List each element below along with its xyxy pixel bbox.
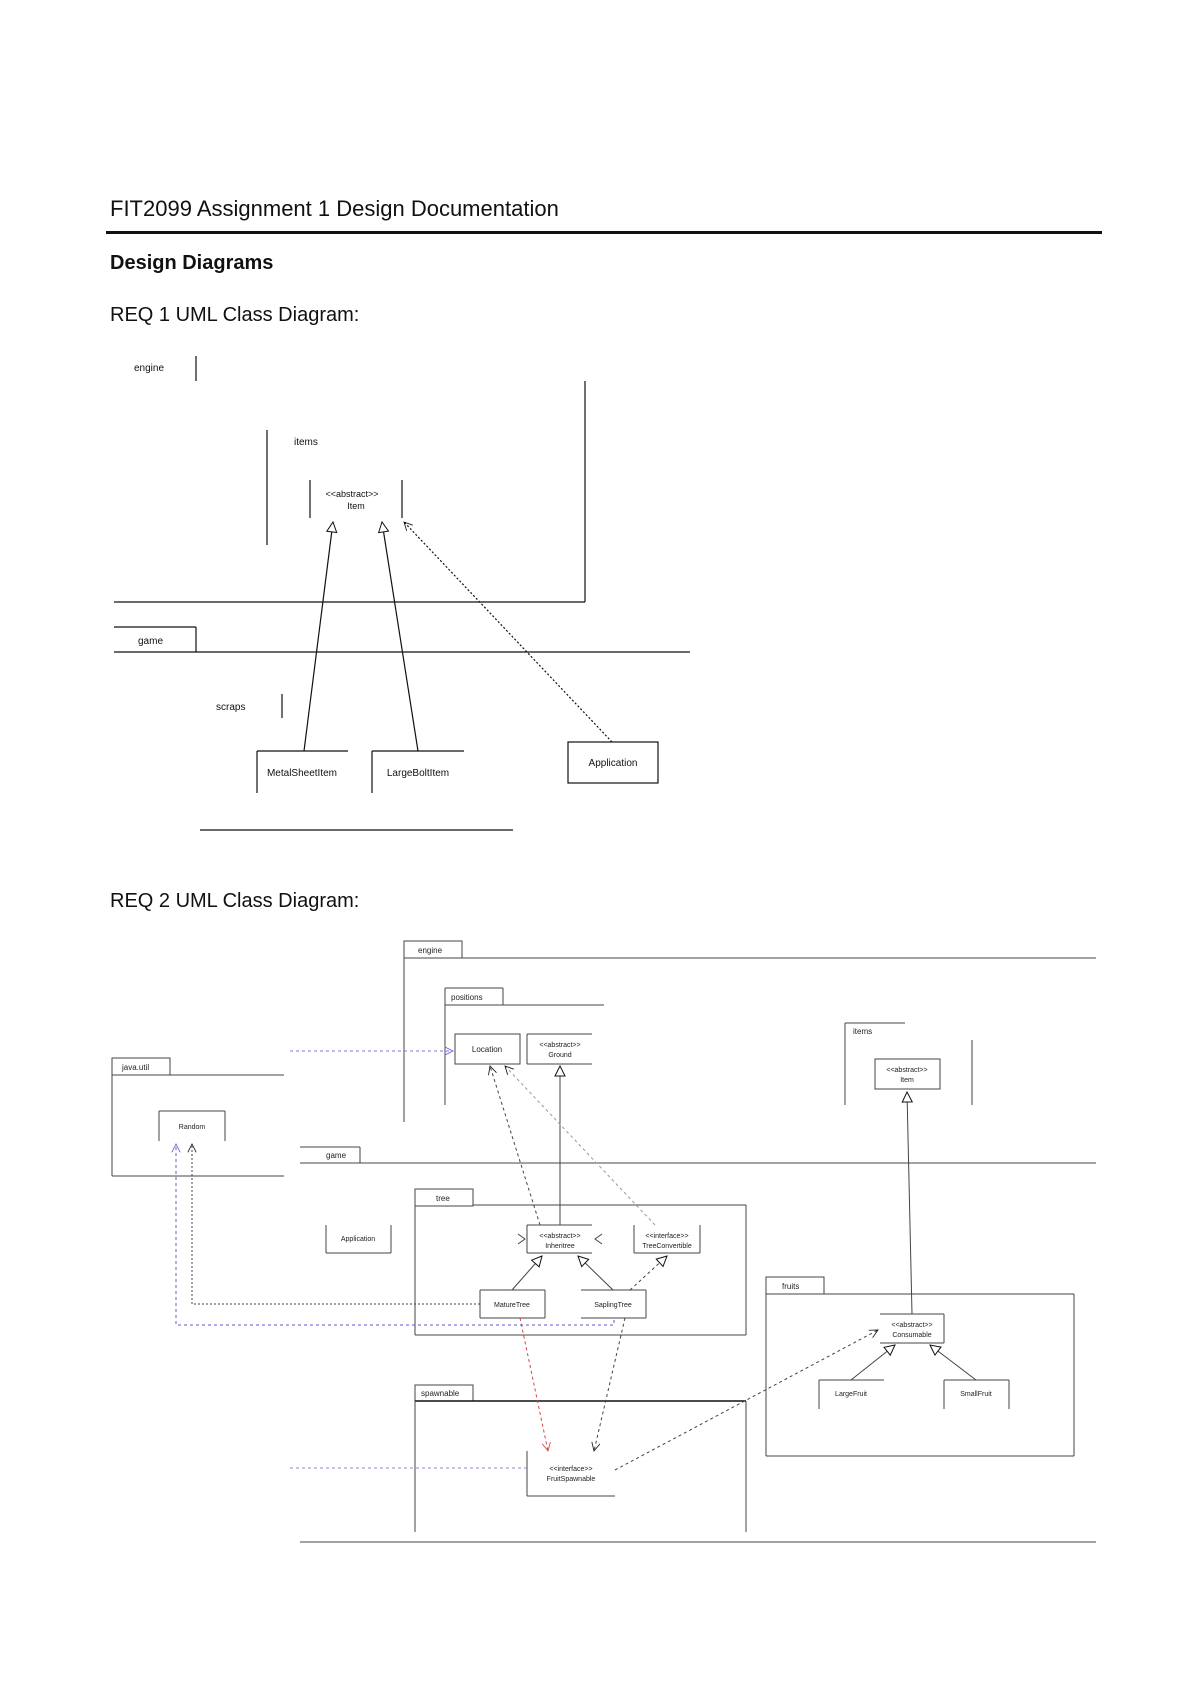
req1-metal-sheet-extends-item — [303, 522, 333, 752]
req2-class-application: Application — [325, 1225, 392, 1254]
req1-class-large-bolt-item: LargeBoltItem — [371, 750, 464, 793]
req2-fruit-spawnable-name: FruitSpawnable — [547, 1476, 596, 1483]
req1-large-bolt-name: LargeBoltItem — [387, 768, 449, 779]
req1-package-scraps-label: scraps — [216, 702, 245, 713]
req2-package-java-util: java.util — [111, 1057, 284, 1177]
req1-large-bolt-extends-item — [382, 522, 419, 752]
req2-package-spawnable: spawnable — [414, 1384, 747, 1532]
req2-class-ground: <<abstract>> Ground — [526, 1033, 592, 1065]
req2-sapling-tree-depends-random — [176, 1144, 615, 1326]
document-title: FIT2099 Assignment 1 Design Documentatio… — [110, 196, 559, 221]
req2-package-tree-label: tree — [436, 1194, 450, 1203]
req2-tree-convertible-depends-location — [505, 1066, 656, 1226]
req2-fruit-spawnable-stereotype: <<interface>> — [549, 1466, 592, 1473]
req2-class-location: Location — [454, 1033, 521, 1065]
req2-class-random: Random — [158, 1110, 226, 1141]
req2-inheritree-depends-location — [490, 1066, 541, 1226]
req2-random-name: Random — [179, 1124, 206, 1131]
req1-class-application: Application — [567, 741, 659, 784]
req2-consumable-extends-item — [907, 1092, 912, 1315]
req2-package-positions-label: positions — [451, 993, 483, 1002]
req1-item-stereotype: <<abstract>> — [325, 489, 378, 499]
req2-package-engine-label: engine — [418, 946, 443, 955]
req1-package-items-label: items — [294, 437, 318, 448]
req2-inheritree-left-chevron — [517, 1233, 526, 1245]
title-divider — [106, 231, 1102, 234]
req2-sapling-tree-extends-inheritree — [578, 1256, 614, 1291]
req2-heading: REQ 2 UML Class Diagram: — [110, 890, 360, 912]
req2-package-items: items — [844, 1022, 973, 1105]
req2-ground-stereotype: <<abstract>> — [539, 1042, 580, 1049]
req2-location-name: Location — [472, 1045, 502, 1054]
req2-package-fruits-label: fruits — [782, 1282, 799, 1291]
req2-mature-tree-implements-fruit-spawnable — [519, 1317, 548, 1451]
req1-package-engine: engine — [114, 356, 586, 603]
req1-heading: REQ 1 UML Class Diagram: — [110, 304, 360, 326]
req2-application-name: Application — [341, 1236, 375, 1243]
req2-class-mature-tree: MatureTree — [479, 1289, 546, 1319]
req1-item-name: Item — [347, 501, 365, 511]
req2-class-large-fruit: LargeFruit — [818, 1379, 884, 1409]
req1-metal-sheet-name: MetalSheetItem — [267, 768, 337, 779]
req2-sapling-tree-name: SaplingTree — [594, 1302, 632, 1309]
req2-mature-tree-name: MatureTree — [494, 1302, 530, 1309]
req2-mature-tree-extends-inheritree — [511, 1256, 542, 1291]
req1-application-depends-item — [404, 522, 613, 743]
req2-class-fruit-spawnable: <<interface>> FruitSpawnable — [526, 1451, 615, 1497]
req1-diagram: engine items <<abstract>> Item game scra… — [114, 356, 690, 831]
req2-class-small-fruit: SmallFruit — [943, 1379, 1010, 1409]
req2-small-fruit-extends-consumable — [930, 1345, 977, 1381]
req2-mature-tree-depends-random — [192, 1144, 480, 1305]
req2-package-engine: engine — [403, 940, 1096, 1122]
req2-inheritree-right-chevron — [594, 1233, 603, 1245]
req2-class-inheritree: <<abstract>> Inheritree — [526, 1224, 592, 1254]
req2-class-sapling-tree: SaplingTree — [581, 1289, 647, 1319]
req2-package-game-label: game — [326, 1151, 347, 1160]
req2-sapling-tree-implements-fruit-spawnable — [594, 1317, 626, 1451]
req2-consumable-stereotype: <<abstract>> — [891, 1322, 932, 1329]
req2-diagram: engine positions Location <<abstract>> G… — [111, 940, 1096, 1543]
req1-class-metal-sheet-item: MetalSheetItem — [256, 750, 348, 793]
req2-sapling-tree-implements-tree-convertible — [629, 1256, 667, 1291]
req1-application-name: Application — [589, 758, 638, 769]
req2-package-java-util-label: java.util — [121, 1063, 149, 1072]
req1-package-engine-label: engine — [134, 363, 164, 374]
req1-class-item: <<abstract>> Item — [309, 480, 403, 518]
req2-consumable-name: Consumable — [892, 1332, 931, 1339]
req2-fruit-spawnable-depends-consumable — [614, 1329, 878, 1471]
req2-package-items-label: items — [853, 1027, 872, 1036]
req2-inheritree-name: Inheritree — [545, 1243, 575, 1250]
req2-package-spawnable-label: spawnable — [421, 1389, 460, 1398]
req2-class-consumable: <<abstract>> Consumable — [880, 1313, 945, 1344]
req2-class-item: <<abstract>> Item — [874, 1058, 941, 1090]
req2-tree-convertible-stereotype: <<interface>> — [645, 1233, 688, 1240]
req2-package-tree: tree — [414, 1188, 747, 1336]
req2-package-game: game — [300, 1146, 1096, 1543]
req2-ground-name: Ground — [548, 1052, 571, 1059]
section-heading: Design Diagrams — [110, 252, 274, 274]
req2-small-fruit-name: SmallFruit — [960, 1391, 992, 1398]
req1-package-scraps: scraps — [200, 694, 513, 831]
req2-large-fruit-name: LargeFruit — [835, 1391, 867, 1398]
req2-item-stereotype: <<abstract>> — [886, 1067, 927, 1074]
req2-inheritree-stereotype: <<abstract>> — [539, 1233, 580, 1240]
req2-tree-convertible-name: TreeConvertible — [642, 1243, 692, 1250]
req1-package-game-label: game — [138, 636, 163, 647]
req2-large-fruit-extends-consumable — [850, 1345, 895, 1381]
req2-package-fruits: fruits — [765, 1276, 1075, 1457]
req2-item-name: Item — [900, 1077, 914, 1084]
req2-class-tree-convertible: <<interface>> TreeConvertible — [633, 1225, 701, 1254]
req1-package-items: items — [266, 430, 318, 545]
